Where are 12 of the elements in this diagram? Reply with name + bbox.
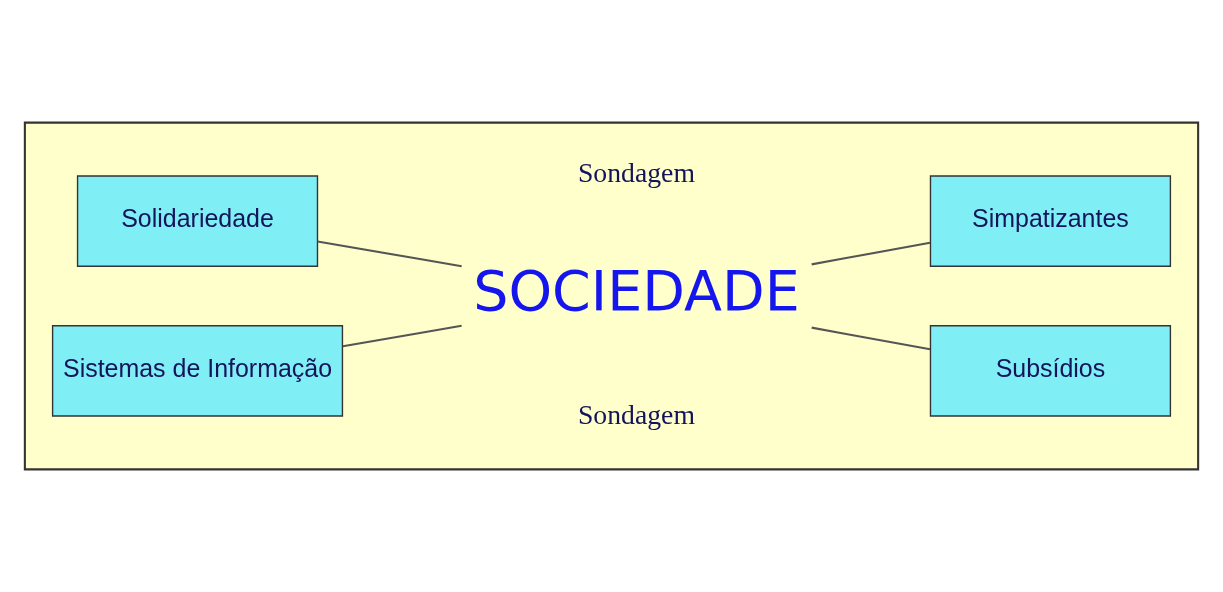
node-text: SOCIEDADE [473, 258, 800, 323]
cluster [23, 121, 1200, 471]
connector [811, 241, 931, 266]
label: Sondagem [577, 157, 695, 189]
connector [811, 326, 931, 351]
node-box: Subsídios [929, 325, 1172, 417]
connector [317, 240, 462, 268]
node-box: Simpatizantes [929, 175, 1172, 267]
connector [342, 324, 462, 348]
label: Sondagem [577, 398, 695, 430]
node-box: Sistemas de Informação [51, 325, 344, 417]
node-box: Solidariedade [76, 175, 319, 267]
